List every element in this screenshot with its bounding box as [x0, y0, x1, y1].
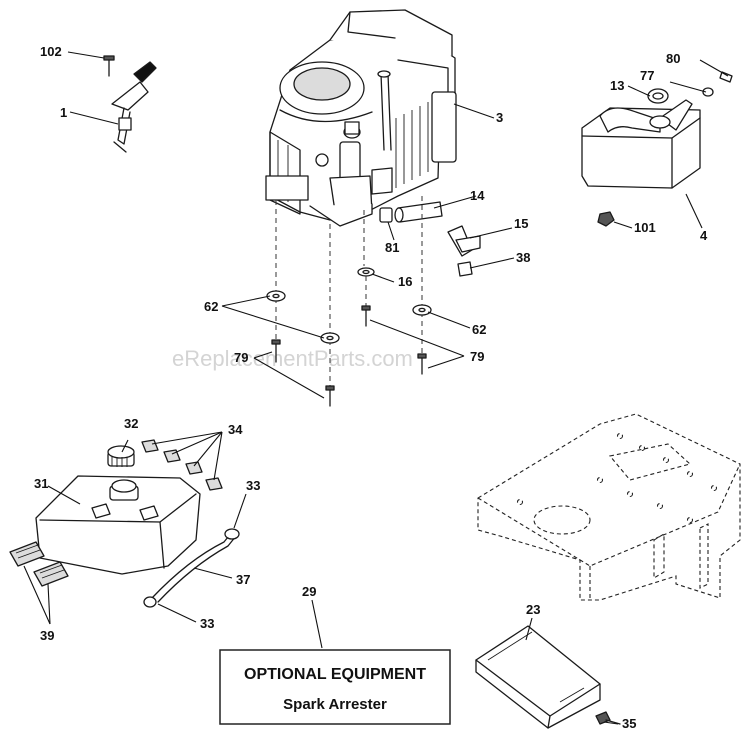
- washer-77-part[interactable]: [702, 87, 714, 97]
- callout-15: 15: [514, 216, 528, 231]
- callout-13: 13: [610, 78, 624, 93]
- muffler-part[interactable]: [581, 99, 701, 189]
- fuel-cap-32-part[interactable]: [107, 445, 135, 467]
- callout-4: 4: [700, 228, 708, 243]
- engine-assembly[interactable]: [265, 9, 457, 227]
- callout-81: 81: [385, 240, 399, 255]
- callout-37: 37: [236, 572, 250, 587]
- battery-cover-31-part[interactable]: [35, 475, 201, 575]
- bushing-81-part[interactable]: [379, 207, 393, 223]
- callout-31: 31: [34, 476, 48, 491]
- callout-80: 80: [666, 51, 680, 66]
- callout-39: 39: [40, 628, 54, 643]
- callout-leader-lines: [23, 51, 729, 725]
- callout-29: 29: [302, 584, 316, 599]
- callout-35: 35: [622, 716, 636, 731]
- elbow-fitting-15-part[interactable]: [447, 225, 481, 257]
- washer-62-parts[interactable]: [266, 290, 432, 344]
- fuel-hose-37-part[interactable]: [151, 531, 237, 603]
- optional-equipment-title: OPTIONAL EQUIPMENT: [244, 666, 426, 683]
- bolt-80-part[interactable]: [719, 71, 733, 83]
- callout-38: 38: [516, 250, 530, 265]
- nut-38-part[interactable]: [457, 261, 473, 277]
- callout-1: 1: [60, 105, 67, 120]
- throttle-control-part[interactable]: [111, 61, 157, 153]
- callout-labels: 102 1 3 14 15 81 16 38 62 62 79 79 80 77…: [34, 44, 708, 731]
- callout-33-top: 33: [246, 478, 260, 493]
- callout-34: 34: [228, 422, 243, 437]
- callout-23: 23: [526, 602, 540, 617]
- grommet-34-parts[interactable]: [141, 439, 223, 491]
- callout-3: 3: [496, 110, 503, 125]
- callout-16: 16: [398, 274, 412, 289]
- bolt-79-parts[interactable]: [271, 305, 427, 407]
- pad-39-parts[interactable]: [9, 541, 69, 587]
- callout-77: 77: [640, 68, 654, 83]
- watermark-text: eReplacementParts.com: [172, 346, 413, 371]
- muffler-gasket-13-part[interactable]: [647, 88, 669, 104]
- spark-arrester-23-part[interactable]: [475, 625, 601, 729]
- callout-32: 32: [124, 416, 138, 431]
- screw-35-part[interactable]: [595, 711, 621, 725]
- callout-33-bottom: 33: [200, 616, 214, 631]
- hose-clamp-33-parts[interactable]: [143, 528, 240, 608]
- callout-79-right: 79: [470, 349, 484, 364]
- callout-62-left: 62: [204, 299, 218, 314]
- spark-arrester-subtitle: Spark Arrester: [283, 696, 387, 713]
- assembly-guide-lines: [275, 196, 423, 388]
- fuel-pipe-14-part[interactable]: [394, 201, 443, 223]
- callout-14: 14: [470, 188, 485, 203]
- washer-16-part[interactable]: [357, 267, 375, 277]
- callout-62-right: 62: [472, 322, 486, 337]
- callout-101: 101: [634, 220, 656, 235]
- callout-79-left: 79: [234, 350, 248, 365]
- callout-102: 102: [40, 44, 62, 59]
- nut-101-part[interactable]: [597, 211, 615, 227]
- optional-equipment-box: OPTIONAL EQUIPMENT Spark Arrester: [219, 649, 451, 725]
- screw-102-part[interactable]: [103, 55, 115, 77]
- tractor-frame-outline: [477, 413, 741, 601]
